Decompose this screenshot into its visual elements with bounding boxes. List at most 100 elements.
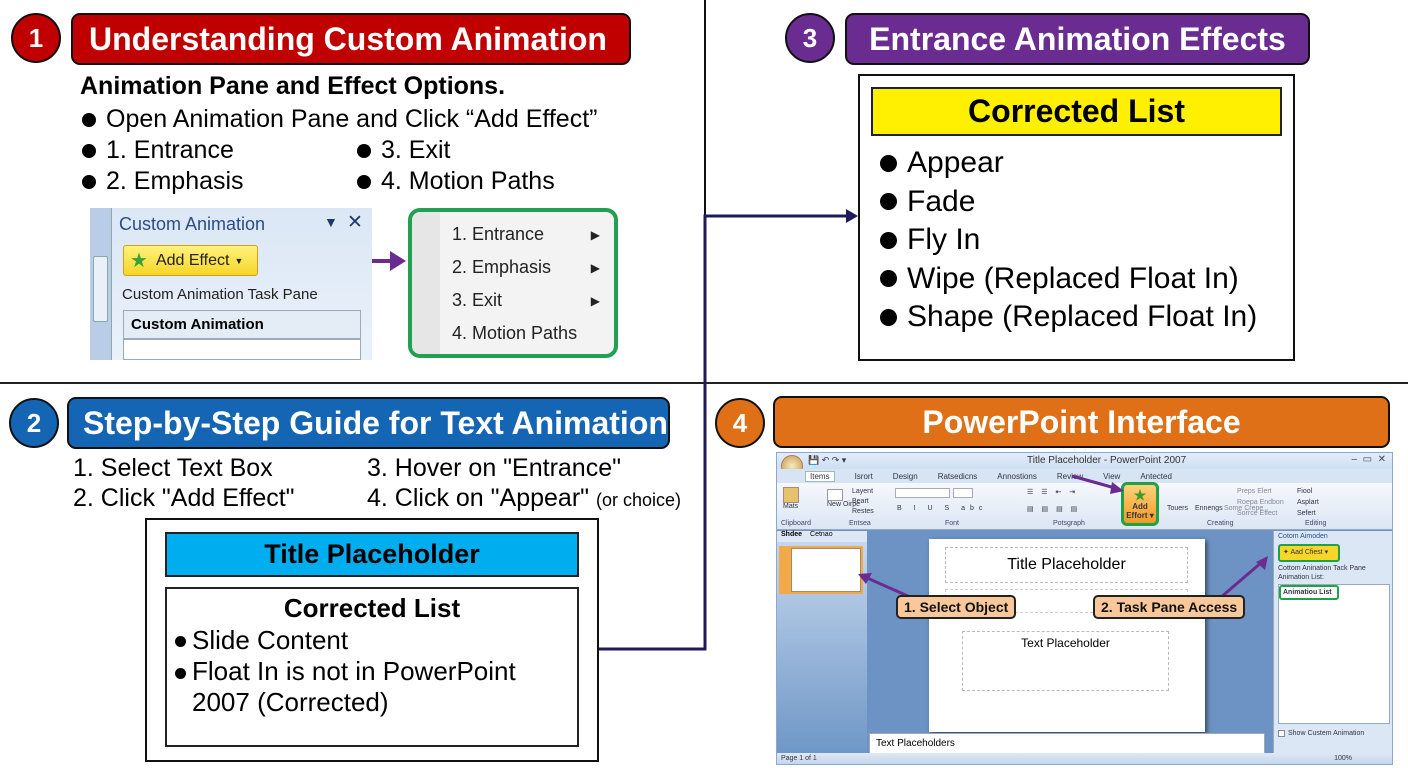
bullet-icon	[82, 112, 96, 127]
bullet-icon	[82, 143, 96, 158]
reset-button[interactable]: Beart	[852, 498, 869, 505]
slide-list-title: Corrected List	[283, 593, 461, 623]
ribbon-tab[interactable]: Ratsedicns	[937, 471, 978, 481]
section2-number: 2	[9, 398, 59, 448]
section3-number: 3	[785, 13, 835, 63]
menu-item-emphasis[interactable]: 2. Emphasis▶	[452, 257, 600, 277]
step-3: 3. Hover on "Entrance"	[367, 454, 621, 482]
section1-bullet: 1. Entrance	[82, 135, 234, 166]
bullet-icon	[880, 154, 897, 172]
submenu-arrow-icon: ▶	[590, 260, 600, 275]
section3-title: Entrance Animation Effects	[845, 13, 1310, 65]
bullet-icon	[880, 308, 897, 326]
roepa-button[interactable]: Roepa Endbon	[1237, 499, 1284, 506]
layout-button[interactable]: Layent	[852, 488, 874, 495]
paste-button[interactable]: Mats	[783, 487, 799, 510]
menu-item-motion-paths[interactable]: 4. Motion Paths	[452, 323, 578, 343]
quick-access-toolbar[interactable]: 💾 ↶ ↷ ▾	[808, 455, 847, 465]
menu-item-exit[interactable]: 3. Exit▶	[452, 290, 600, 310]
ennengs-button[interactable]: Ennengs	[1195, 505, 1223, 512]
submenu-arrow-icon: ▶	[590, 293, 600, 308]
bullet-icon	[175, 636, 186, 647]
window-controls[interactable]: – ▭ ✕	[1351, 454, 1386, 465]
corrected-list-title: Corrected List	[871, 87, 1282, 136]
ribbon-tab[interactable]: Annostions	[997, 471, 1037, 481]
outline-tab[interactable]: Cetnao	[810, 531, 833, 538]
select-object-pointer	[864, 575, 911, 599]
preps-button[interactable]: Preps Elert	[1237, 488, 1272, 495]
bullet-icon	[880, 270, 897, 288]
delete-button[interactable]: Restes	[852, 508, 874, 515]
ribbon-tab[interactable]: Isrort	[854, 471, 873, 481]
step-2: 2. Click "Add Effect"	[73, 484, 295, 512]
callout-select-object: 1. Select Object	[896, 595, 1017, 619]
step-1: 1. Select Text Box	[73, 454, 273, 482]
touers-button[interactable]: Touers	[1167, 505, 1189, 512]
window-title: Title Placeholder - PowerPoint 2007	[1027, 455, 1187, 466]
ribbon-tab[interactable]: Items	[805, 470, 835, 482]
star-icon: ✦	[1283, 549, 1289, 556]
slide-text-placeholder[interactable]: Text Placeholder	[962, 631, 1169, 691]
align-buttons[interactable]: ▤ ▤ ▤ ▤	[1027, 506, 1081, 513]
find-button[interactable]: Fiool	[1297, 488, 1313, 495]
ribbon: Mats New Oirpe Layent Beart Restes B I U…	[777, 482, 1392, 530]
task-pane-label: Custom Animation Task Pane	[122, 286, 318, 303]
add-effect-button[interactable]: ★ Add Effect ▼	[123, 245, 258, 276]
font-format-buttons[interactable]: B I U S abc	[897, 505, 988, 512]
ribbon-tab[interactable]: Review	[1056, 471, 1084, 481]
title-placeholder: Title Placeholder	[165, 532, 579, 577]
ribbon-tab[interactable]: View	[1103, 471, 1121, 481]
bullet-icon	[880, 193, 897, 211]
bullet-icon	[82, 174, 96, 189]
show-custom-animation-checkbox[interactable]: Show Custem Animation	[1274, 726, 1392, 741]
connector-arrowhead	[846, 209, 858, 223]
pane-title: Custom Animation	[119, 214, 266, 234]
task-pane-title: Cotom Aimoden	[1278, 533, 1328, 540]
slides-tab[interactable]: Shdee	[781, 531, 803, 538]
ribbon-tab[interactable]: Antected	[1140, 471, 1172, 481]
bullet-icon	[357, 143, 371, 158]
task-pane-animation-list[interactable]: Animatiou List	[1278, 584, 1390, 724]
animation-list[interactable]: Custom Animation	[123, 310, 361, 360]
replace-button[interactable]: Asplart	[1297, 499, 1319, 506]
section1-number: 1	[11, 13, 61, 63]
section2-title: Step-by-Step Guide for Text Animation	[67, 397, 670, 449]
connector-line	[598, 214, 848, 651]
slide-title-placeholder[interactable]: Title Placeholder	[945, 547, 1188, 583]
some-crepe-button[interactable]: Some Crepe	[1224, 505, 1264, 512]
bullet-icon	[175, 668, 186, 679]
new-slide-button[interactable]: New Oirpe	[827, 489, 860, 508]
task-pane-add-effect-button[interactable]: ✦ Aad Cfiest ▾	[1278, 544, 1340, 562]
zoom-level[interactable]: 100%	[1334, 755, 1352, 762]
add-effect-ribbon-button[interactable]: ★ Add Effort ▾	[1121, 482, 1159, 526]
menu-item-entrance[interactable]: 1. Entrance▶	[452, 224, 600, 244]
slide-list-item: Slide Content	[175, 624, 569, 656]
sorrce-effect-button[interactable]: Sorrce Effect	[1237, 510, 1278, 517]
custom-animation-task-pane: Cotom Aimoden ✦ Aad Cfiest ▾ Cottom Anin…	[1273, 531, 1392, 753]
font-size-select[interactable]	[953, 488, 973, 498]
ribbon-group-labels: Clipboard Entsea Font Potsgraph Creating…	[781, 520, 1327, 527]
animation-list-label: Animation List:	[1278, 574, 1324, 581]
task-pane-pointer	[1219, 560, 1263, 600]
section1-bullet: 2. Emphasis	[82, 166, 244, 197]
close-icon[interactable]: ✕	[347, 212, 363, 233]
window-titlebar: 💾 ↶ ↷ ▾ Title Placeholder - PowerPoint 2…	[777, 453, 1392, 477]
pane-dropdown-icon[interactable]: ▼	[324, 214, 338, 230]
section4-number: 4	[715, 398, 765, 448]
step-4: 4. Click on "Appear" (or choice)	[367, 484, 682, 512]
pane-scrollbar-thumb[interactable]	[93, 256, 108, 322]
slide-mockup: Title Placeholder Corrected List Slide C…	[145, 518, 599, 762]
animation-list-header: Animatiou List	[1279, 585, 1339, 600]
slide-thumbnail[interactable]	[779, 546, 863, 594]
ribbon-tab[interactable]: Design	[892, 471, 918, 481]
star-icon: ★	[130, 250, 148, 272]
section1-bullet: 4. Motion Paths	[357, 166, 555, 197]
paragraph-buttons[interactable]: ☰ ☰ ⇤ ⇥	[1027, 489, 1079, 496]
content-placeholder: Corrected List Slide Content Float In is…	[165, 587, 579, 747]
add-effect-pointer	[1071, 474, 1116, 490]
slide-list-item: Float In is not in PowerPoint 2007 (Corr…	[175, 656, 555, 718]
pane-to-menu-arrowhead	[390, 251, 406, 271]
animation-list-header: Custom Animation	[124, 311, 360, 340]
font-name-select[interactable]	[895, 488, 950, 498]
select-button[interactable]: Sefert	[1297, 510, 1316, 517]
